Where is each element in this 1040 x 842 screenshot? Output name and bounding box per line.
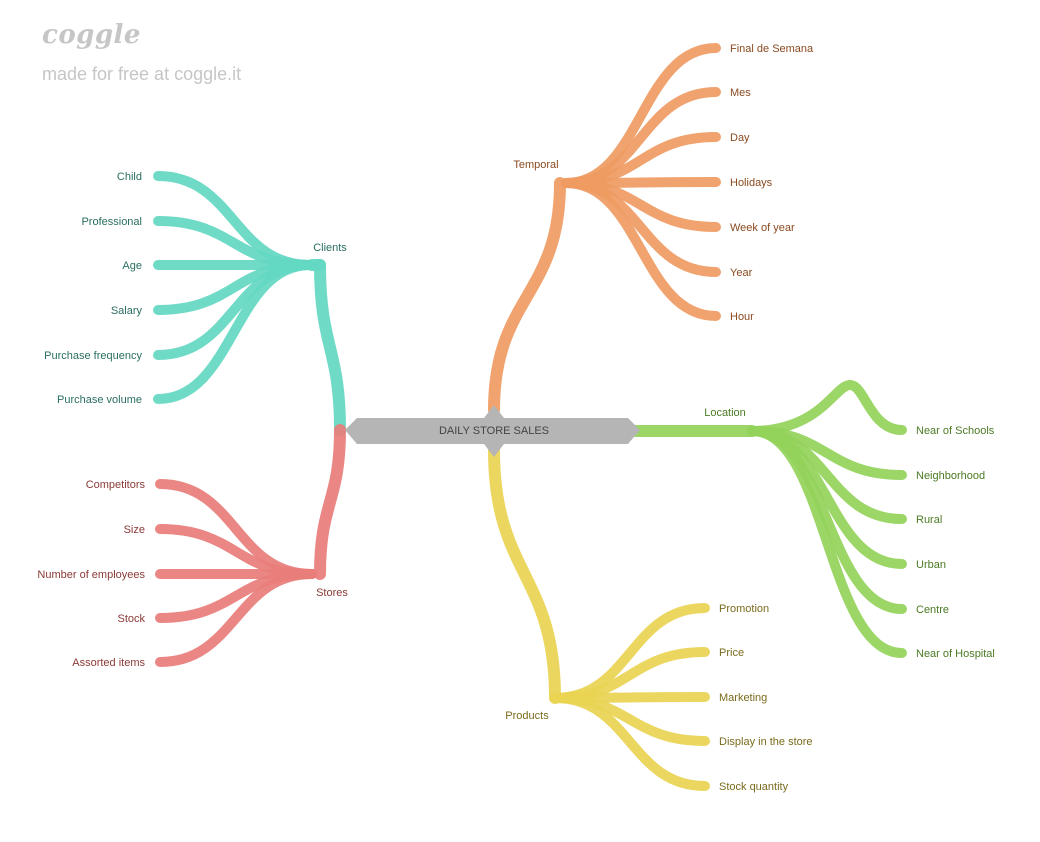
root-node-shape[interactable] xyxy=(345,405,640,457)
products-leaf-display-in-the-store[interactable]: Display in the store xyxy=(719,736,813,748)
clients-leaf-professional[interactable]: Professional xyxy=(81,216,142,228)
stores-leaf-stock[interactable]: Stock xyxy=(117,613,145,625)
location-leaf-near-of-hospital[interactable]: Near of Hospital xyxy=(916,648,995,660)
location-leaf-near-of-schools[interactable]: Near of Schools xyxy=(916,425,995,437)
temporal-branch-line xyxy=(488,177,566,416)
location-leaf-line xyxy=(747,426,907,658)
location-leaf-neighborhood[interactable]: Neighborhood xyxy=(916,470,985,482)
clients-leaf-age[interactable]: Age xyxy=(122,260,142,272)
stores-leaf-competitors[interactable]: Competitors xyxy=(86,479,146,491)
products-branch-line xyxy=(488,444,561,704)
clients-leaf-salary[interactable]: Salary xyxy=(111,305,143,317)
products-leaf-promotion[interactable]: Promotion xyxy=(719,603,769,615)
location-leaf-centre[interactable]: Centre xyxy=(916,604,949,616)
location-leaf-urban[interactable]: Urban xyxy=(916,559,946,571)
clients-leaf-purchase-volume[interactable]: Purchase volume xyxy=(57,394,142,406)
clients-branch-label[interactable]: Clients xyxy=(313,242,347,254)
products-leaf-marketing[interactable]: Marketing xyxy=(719,692,767,704)
stores-leaf-number-of-employees[interactable]: Number of employees xyxy=(37,569,145,581)
stores-branch-label[interactable]: Stores xyxy=(316,587,348,599)
stores-leaf-assorted-items[interactable]: Assorted items xyxy=(72,657,145,669)
temporal-leaf-line xyxy=(561,178,721,321)
temporal-leaf-holidays[interactable]: Holidays xyxy=(730,177,773,189)
temporal-leaf-year[interactable]: Year xyxy=(730,267,753,279)
location-leaf-line xyxy=(747,379,907,436)
stores-branch-line xyxy=(314,424,346,580)
products-leaf-stock-quantity[interactable]: Stock quantity xyxy=(719,781,789,793)
branch-lines xyxy=(153,43,907,791)
temporal-leaf-week-of-year[interactable]: Week of year xyxy=(730,222,795,234)
coggle-logo: coggle xyxy=(42,20,141,50)
products-leaf-line xyxy=(550,693,710,791)
root-node-label[interactable]: DAILY STORE SALES xyxy=(439,425,549,437)
clients-leaf-purchase-frequency[interactable]: Purchase frequency xyxy=(44,350,142,362)
coggle-tagline: made for free at coggle.it xyxy=(42,64,242,84)
clients-branch-line xyxy=(314,259,346,436)
clients-leaf-line xyxy=(153,260,315,404)
stores-leaf-size[interactable]: Size xyxy=(124,524,145,536)
products-leaf-price[interactable]: Price xyxy=(719,647,744,659)
stores-leaf-line xyxy=(155,569,317,667)
location-branch-label[interactable]: Location xyxy=(704,407,746,419)
products-branch-label[interactable]: Products xyxy=(505,710,549,722)
location-leaf-rural[interactable]: Rural xyxy=(916,514,942,526)
clients-leaf-child[interactable]: Child xyxy=(117,171,142,183)
temporal-leaf-hour[interactable]: Hour xyxy=(730,311,754,323)
temporal-leaf-final-de-semana[interactable]: Final de Semana xyxy=(730,43,814,55)
temporal-leaf-mes[interactable]: Mes xyxy=(730,87,751,99)
temporal-leaf-day[interactable]: Day xyxy=(730,132,750,144)
temporal-branch-label[interactable]: Temporal xyxy=(513,159,558,171)
root-node[interactable]: DAILY STORE SALES xyxy=(345,405,640,457)
